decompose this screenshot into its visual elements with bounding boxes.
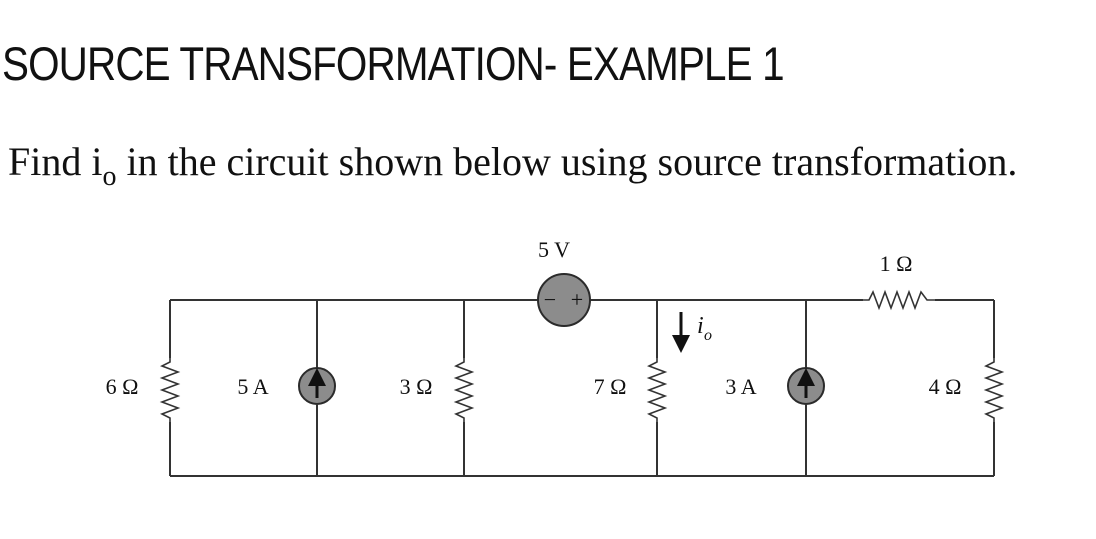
label-1-ohm: 1 Ω [880, 251, 913, 276]
label-4-ohm: 4 Ω [929, 374, 962, 399]
resistor-3-ohm [453, 358, 475, 422]
resistor-4-ohm [983, 358, 1005, 422]
label-5a: 5 A [237, 374, 268, 399]
resistor-7-ohm [646, 358, 668, 422]
resistor-6-ohm [159, 358, 181, 422]
voltage-source-5v [537, 273, 591, 327]
label-6-ohm: 6 Ω [106, 374, 139, 399]
problem-text-end: in the circuit shown below using source … [116, 139, 1018, 184]
problem-text-start: Find i [8, 139, 103, 184]
voltage-source-minus: − [544, 287, 556, 312]
label-current-io-sub: o [704, 327, 712, 344]
label-3-ohm: 3 Ω [400, 374, 433, 399]
label-5v: 5 V [538, 237, 570, 262]
problem-subscript: o [102, 161, 117, 192]
voltage-source-plus: + [571, 287, 583, 312]
resistor-1-ohm [863, 289, 935, 311]
page-title: SOURCE TRANSFORMATION- EXAMPLE 1 [2, 37, 785, 90]
label-3a: 3 A [725, 374, 756, 399]
label-current-io: i [697, 313, 704, 339]
label-7-ohm: 7 Ω [594, 374, 627, 399]
problem-statement: Find io in the circuit shown below using… [8, 138, 1018, 192]
